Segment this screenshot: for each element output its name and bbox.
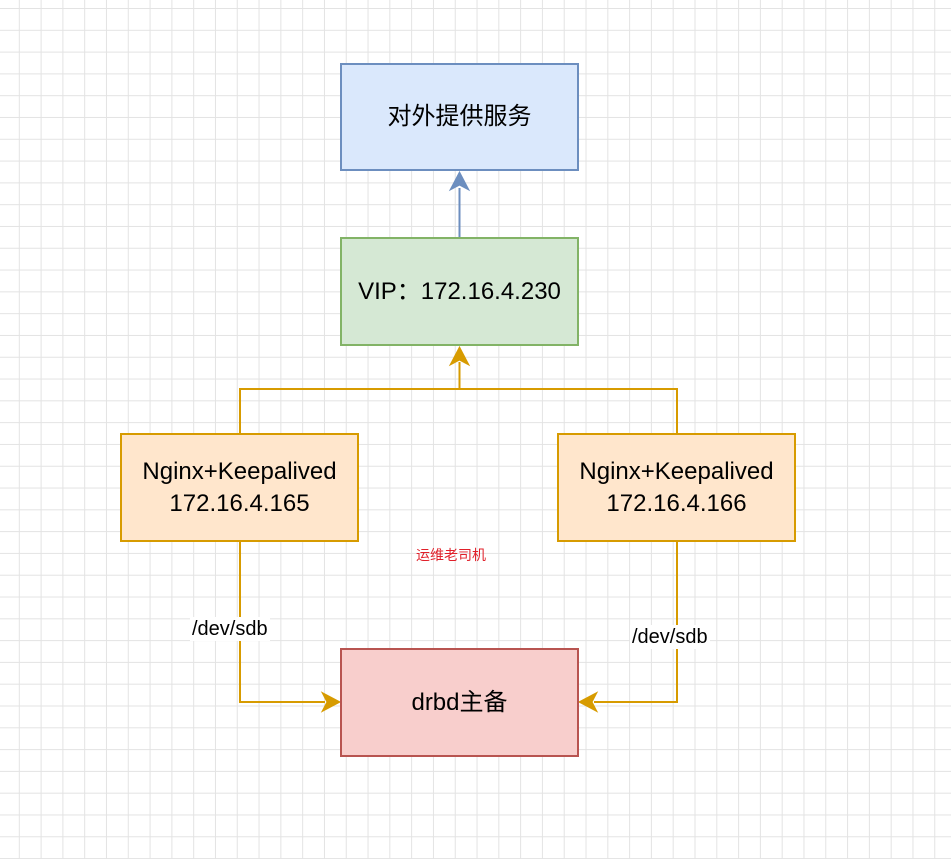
drbd-node: drbd主备 (340, 648, 579, 757)
edge-label-left-sdb: /dev/sdb (190, 617, 270, 641)
edge-left-to-drbd (239, 542, 325, 703)
node-label: 对外提供服务 (387, 103, 532, 130)
external-service-node: 对外提供服务 (340, 63, 579, 171)
node-label-role: Nginx+Keepalived (579, 457, 774, 485)
arrowhead-drbd-right (577, 691, 599, 713)
node-label: drbd主备 (411, 688, 508, 716)
node-label-role: Nginx+Keepalived (142, 457, 337, 485)
edge-left-to-vip (239, 388, 460, 433)
nginx-keepalived-node-165: Nginx+Keepalived 172.16.4.165 (120, 433, 359, 542)
node-label-ip: 172.16.4.166 (606, 489, 747, 517)
arrowhead-drbd-left (320, 691, 342, 713)
arrowhead-service (448, 170, 471, 192)
watermark-text: 运维老司机 (416, 547, 486, 563)
node-label-ip: 172.16.4.165 (169, 489, 310, 517)
edge-label-right-sdb: /dev/sdb (630, 625, 710, 649)
arrowhead-vip (448, 345, 471, 367)
node-label: VIP：172.16.4.230 (358, 277, 561, 305)
vip-node: VIP：172.16.4.230 (340, 237, 579, 346)
nginx-keepalived-node-166: Nginx+Keepalived 172.16.4.166 (557, 433, 796, 542)
edge-right-to-vip (459, 388, 678, 433)
edge-right-to-drbd (594, 542, 678, 703)
